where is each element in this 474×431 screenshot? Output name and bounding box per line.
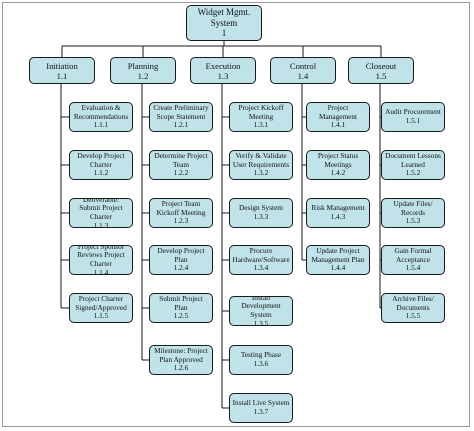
- task-node-4-2: Project Status Meetings 1.4.2: [306, 150, 370, 180]
- task-node-2-4: Develop Project Plan 1.2.4: [149, 245, 213, 275]
- task-node-1-4-label: Project Sponsor Reviews Project Charter …: [77, 245, 125, 275]
- task-node-1-3: Deliverable: Submit Project Charter 1.1.…: [69, 198, 133, 228]
- task-node-2-1: Create Preliminary Scope Statement 1.2.1: [149, 102, 213, 132]
- task-node-1-4: Project Sponsor Reviews Project Charter …: [69, 245, 133, 275]
- task-node-3-2-label: Verify & Validate User Requirements 1.3.…: [232, 151, 290, 178]
- task-node-5-3-label: Update Files/ Records 1.5.3: [393, 199, 433, 226]
- task-node-1-2-label: Develop Project Charter 1.1.2: [77, 151, 125, 178]
- task-node-2-2: Determine Project Team 1.2.2: [149, 150, 213, 180]
- task-node-2-2-label: Determine Project Team 1.2.2: [154, 151, 208, 178]
- phase-node-5-label: Closeout 1.5: [365, 60, 397, 81]
- task-node-5-3: Update Files/ Records 1.5.3: [381, 198, 445, 228]
- task-node-2-6-label: Milestone: Project Plan Approved 1.2.6: [154, 346, 208, 373]
- diagram-frame: [2, 2, 470, 427]
- phase-node-1-label: Initiation 1.1: [46, 60, 78, 81]
- phase-node-2-label: Planning 1.2: [127, 60, 159, 81]
- task-node-3-5: Install Development System 1.3.5: [229, 296, 293, 326]
- task-node-4-4: Update Project Management Plan 1.4.4: [306, 245, 370, 275]
- task-node-2-5: Submit Project Plan 1.2.5: [149, 293, 213, 323]
- task-node-3-5-label: Install Development System 1.3.5: [241, 296, 281, 326]
- task-node-5-2: Document Lessons Learned 1.5.2: [381, 150, 445, 180]
- phase-node-4-label: Control 1.4: [289, 60, 317, 81]
- task-node-4-3-label: Risk Management 1.4.3: [311, 203, 365, 221]
- task-node-2-3-label: Project Team Kickoff Meeting 1.2.3: [156, 199, 206, 226]
- task-node-3-6: Testing Phase 1.3.6: [229, 345, 293, 375]
- task-node-3-1: Project Kickoff Meeting 1.3.1: [229, 102, 293, 132]
- task-node-5-2-label: Document Lessons Learned 1.5.2: [385, 151, 441, 178]
- task-node-1-2: Develop Project Charter 1.1.2: [69, 150, 133, 180]
- task-node-3-4-label: Procure Hardware/Software 1.3.4: [232, 246, 290, 273]
- phase-node-3-label: Execution 1.3: [205, 60, 241, 81]
- task-node-3-4: Procure Hardware/Software 1.3.4: [229, 245, 293, 275]
- task-node-4-1: Project Management 1.4.1: [306, 102, 370, 132]
- root-node: Widget Mgmt. System 1: [186, 5, 262, 41]
- task-node-4-4-label: Update Project Management Plan 1.4.4: [311, 246, 365, 273]
- phase-node-5: Closeout 1.5: [348, 57, 414, 84]
- task-node-3-1-label: Project Kickoff Meeting 1.3.1: [238, 103, 284, 130]
- task-node-2-5-label: Submit Project Plan 1.2.5: [159, 294, 203, 321]
- task-node-3-6-label: Testing Phase 1.3.6: [240, 350, 282, 368]
- task-node-2-3: Project Team Kickoff Meeting 1.2.3: [149, 198, 213, 228]
- root-node-label: Widget Mgmt. System 1: [197, 7, 251, 39]
- task-node-2-4-label: Develop Project Plan 1.2.4: [157, 246, 205, 273]
- phase-node-4: Control 1.4: [270, 57, 336, 84]
- phase-node-1: Initiation 1.1: [29, 57, 95, 84]
- task-node-5-4: Gain Formal Acceptance 1.5.4: [381, 245, 445, 275]
- task-node-3-7: Install Live System 1.3.7: [229, 393, 293, 423]
- task-node-1-1: Evaluation & Recommendations 1.1.1: [69, 102, 133, 132]
- task-node-5-5: Archive Files/ Documents 1.5.5: [381, 293, 445, 323]
- task-node-5-5-label: Archive Files/ Documents 1.5.5: [392, 294, 434, 321]
- task-node-1-1-label: Evaluation & Recommendations 1.1.1: [73, 103, 129, 130]
- task-node-5-1: Audit Procurement 1.5.1: [381, 102, 445, 132]
- phase-node-2: Planning 1.2: [110, 57, 176, 84]
- task-node-1-5: Project Charter Signed/Approved 1.1.5: [69, 293, 133, 323]
- task-node-4-3: Risk Management 1.4.3: [306, 198, 370, 228]
- task-node-5-1-label: Audit Procurement 1.5.1: [385, 107, 441, 125]
- task-node-2-1-label: Create Preliminary Scope Statement 1.2.1: [153, 103, 209, 130]
- task-node-3-7-label: Install Live System 1.3.7: [232, 398, 290, 416]
- task-node-2-6: Milestone: Project Plan Approved 1.2.6: [149, 345, 213, 375]
- task-node-5-4-label: Gain Formal Acceptance 1.5.4: [394, 246, 432, 273]
- task-node-4-2-label: Project Status Meetings 1.4.2: [317, 151, 359, 178]
- task-node-1-3-label: Deliverable: Submit Project Charter 1.1.…: [79, 198, 123, 228]
- task-node-3-3-label: Design System 1.3.3: [239, 203, 283, 221]
- phase-node-3: Execution 1.3: [190, 57, 256, 84]
- task-node-1-5-label: Project Charter Signed/Approved 1.1.5: [75, 294, 127, 321]
- task-node-3-2: Verify & Validate User Requirements 1.3.…: [229, 150, 293, 180]
- task-node-4-1-label: Project Management 1.4.1: [318, 103, 358, 130]
- task-node-3-3: Design System 1.3.3: [229, 198, 293, 228]
